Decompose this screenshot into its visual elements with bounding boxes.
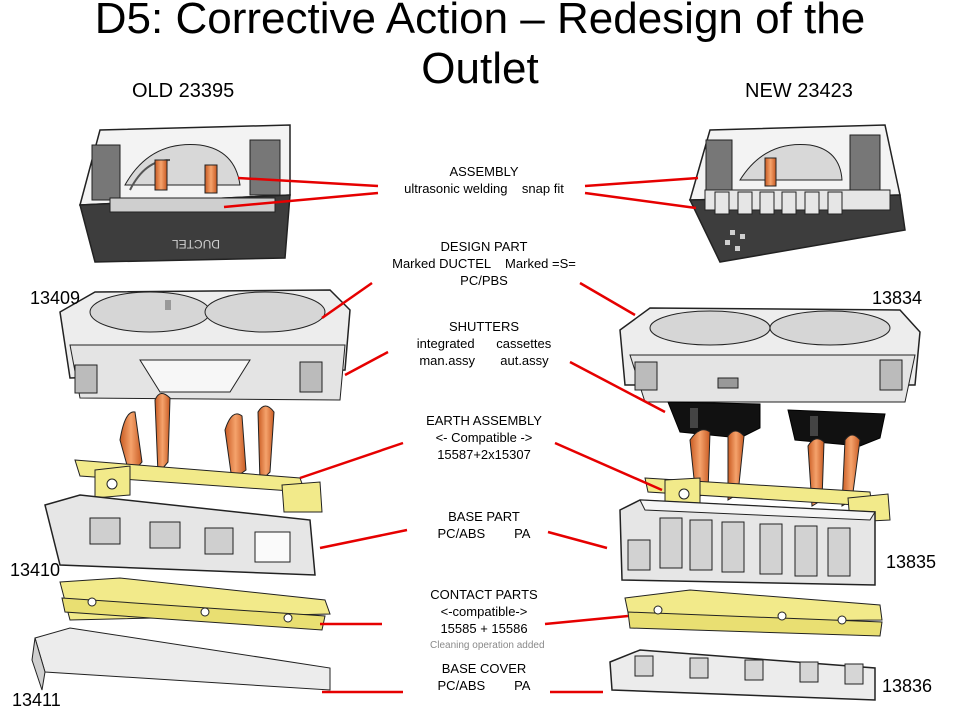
label-shutters: SHUTTERS integrated cassettes man.assy a…	[354, 318, 614, 369]
label-earth-assembly: EARTH ASSEMBLY <- Compatible -> 15587+2x…	[354, 412, 614, 463]
old-design-part	[59, 289, 351, 401]
label-earth-assembly-line1: <- Compatible ->	[435, 430, 533, 445]
old-base-part	[44, 494, 316, 576]
label-assembly-heading: ASSEMBLY	[449, 164, 519, 179]
label-design-part-line2: PC/PBS	[460, 273, 508, 288]
leader-assembly-new-2	[584, 191, 697, 210]
leader-base-new	[547, 530, 608, 550]
new-base-cover	[609, 649, 876, 701]
label-contact-parts: CONTACT PARTS <-compatible-> 15585 + 155…	[354, 586, 614, 637]
leader-design-old	[321, 281, 373, 320]
part-number-new-top: 13834	[872, 288, 923, 308]
leader-earth-old	[299, 441, 404, 480]
leader-lines	[223, 176, 699, 694]
new-design-label: NEW 23423	[745, 80, 853, 102]
old-base-cover	[31, 627, 331, 691]
label-contact-parts-line2: 15585 + 15586	[440, 621, 528, 636]
label-base-part-line1: PC/ABS PA	[437, 526, 531, 541]
part-number-new-bottom: 13836	[882, 676, 933, 696]
new-design-part	[619, 307, 921, 403]
label-base-cover: BASE COVER PC/ABS PA	[354, 660, 614, 694]
label-shutters-line2: man.assy aut.assy	[419, 353, 549, 368]
part-number-old-mid: 13410	[10, 560, 61, 580]
part-number-old-top: 13409	[30, 288, 81, 308]
label-contact-parts-line1: <-compatible->	[440, 604, 528, 619]
leader-earth-new	[554, 441, 663, 492]
label-design-part: DESIGN PART Marked DUCTEL Marked =S= PC/…	[354, 238, 614, 289]
old-assembled-outlet: DUCTEL	[79, 124, 291, 263]
label-base-part: BASE PART PC/ABS PA	[354, 508, 614, 542]
old-earth-assembly	[74, 393, 323, 513]
embossed-ductel-text: DUCTEL	[172, 237, 220, 251]
slide-title: D5: Corrective Action – Redesign of the …	[94, 0, 866, 93]
label-base-cover-heading: BASE COVER	[441, 661, 527, 676]
leader-base-old	[319, 528, 408, 550]
leader-contact-new	[544, 614, 629, 626]
label-assembly-line1: ultrasonic welding snap fit	[404, 181, 564, 196]
new-assembled-outlet	[688, 124, 906, 263]
label-assembly: ASSEMBLY ultrasonic welding snap fit	[354, 163, 614, 197]
label-base-cover-line1: PC/ABS PA	[437, 678, 531, 693]
new-shutter-cassettes	[667, 401, 886, 447]
leader-shutters-new	[569, 360, 666, 414]
leader-assembly-new-1	[584, 176, 699, 188]
label-base-part-heading: BASE PART	[448, 509, 520, 524]
label-design-part-heading: DESIGN PART	[440, 239, 528, 254]
label-contact-parts-heading: CONTACT PARTS	[430, 587, 538, 602]
leader-assembly-old-1	[237, 176, 379, 188]
leader-shutters-old	[344, 350, 389, 377]
old-design-label: OLD 23395	[132, 80, 235, 102]
part-number-new-mid: 13835	[886, 552, 937, 572]
label-shutters-heading: SHUTTERS	[448, 319, 520, 334]
label-earth-assembly-heading: EARTH ASSEMBLY	[426, 413, 542, 428]
cleaning-operation-note: Cleaning operation added	[430, 640, 545, 651]
label-earth-assembly-line2: 15587+2x15307	[437, 447, 531, 462]
leader-assembly-old-2	[223, 191, 379, 209]
part-number-old-bottom: 13411	[12, 690, 61, 710]
new-base-part	[619, 499, 876, 586]
leader-design-new	[579, 281, 636, 317]
new-contact-parts	[624, 589, 883, 637]
label-shutters-line1: integrated cassettes	[416, 336, 552, 351]
label-design-part-line1: Marked DUCTEL Marked =S=	[392, 256, 576, 271]
old-contact-parts	[59, 577, 331, 631]
